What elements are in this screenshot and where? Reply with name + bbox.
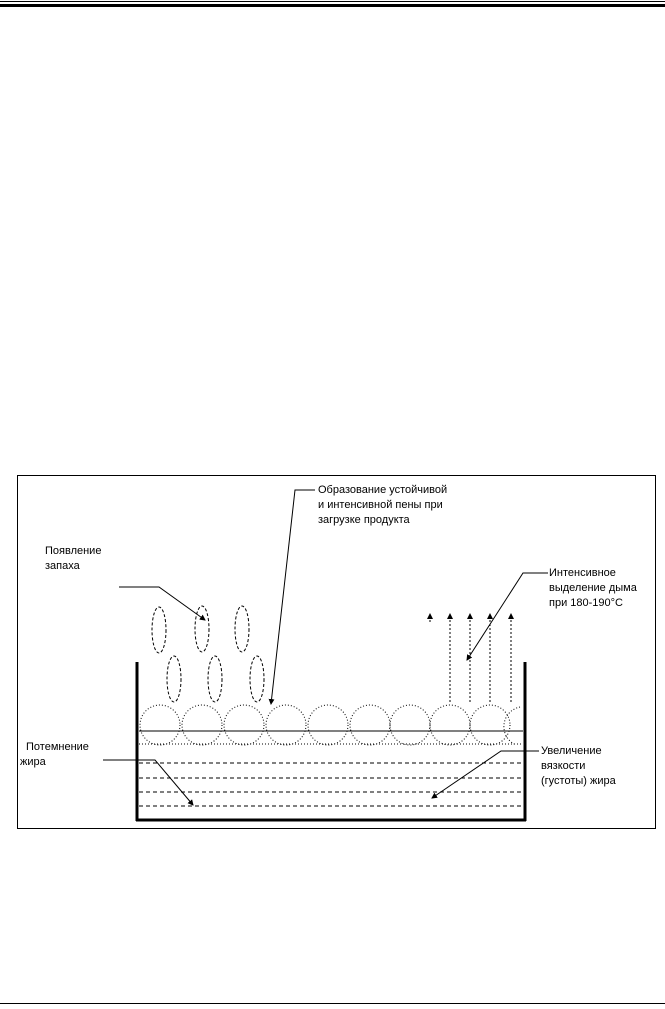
foam-bubble — [469, 704, 511, 746]
smell-ellipses — [151, 605, 265, 703]
darkening-label-line-2: жира — [20, 756, 46, 768]
header-rule-thick — [0, 4, 665, 7]
smoke-label-line-3: при 180-190°С — [549, 597, 623, 609]
darkening-label-line-1: Потемнение — [26, 741, 89, 753]
foam-bubble — [349, 704, 391, 746]
smoke-label-line-1: Интенсивное — [549, 567, 616, 579]
darkening-leader — [103, 759, 194, 806]
fat-layers — [139, 730, 523, 807]
header-rule-thin — [0, 1, 665, 2]
smell-label-line-1: Появление — [45, 545, 102, 557]
foam-bubble — [139, 704, 181, 746]
smoke-leader — [466, 572, 548, 661]
viscosity-label-line-2: вязкости — [541, 760, 586, 772]
smell-ellipse — [166, 655, 182, 703]
foam-bubble — [389, 704, 431, 746]
foam-bubble-partial — [503, 706, 521, 745]
foam-leader — [268, 489, 315, 705]
smell-label-line-2: запаха — [45, 560, 80, 572]
viscosity-label-line-1: Увеличение — [541, 745, 602, 757]
smell-ellipse — [207, 655, 223, 703]
leader-lines — [103, 489, 548, 806]
smoke-arrows — [427, 613, 514, 702]
foam-label-line-1: Образование устойчивой — [318, 484, 448, 496]
viscosity-leader — [431, 750, 539, 799]
smell-ellipse — [249, 655, 265, 703]
foam-bubbles — [139, 704, 521, 746]
viscosity-label-line-3: (густоты) жира — [541, 775, 616, 787]
smoke-label-line-2: выделение дыма — [549, 582, 637, 594]
foam-bubble — [223, 704, 265, 746]
smell-ellipse — [234, 605, 250, 653]
footer-rule — [0, 1003, 665, 1004]
foam-bubble — [307, 704, 349, 746]
foam-label-line-2: и интенсивной пены при — [318, 499, 443, 511]
vessel — [135, 662, 527, 822]
foam-bubble — [429, 704, 471, 746]
foam-bubble — [181, 704, 223, 746]
diagram-frame — [17, 475, 656, 829]
smell-ellipse — [194, 605, 210, 653]
foam-label-line-3: загрузке продукта — [318, 514, 410, 526]
smell-ellipse — [151, 606, 167, 654]
smell-leader — [119, 586, 206, 621]
foam-bubble — [265, 704, 307, 746]
